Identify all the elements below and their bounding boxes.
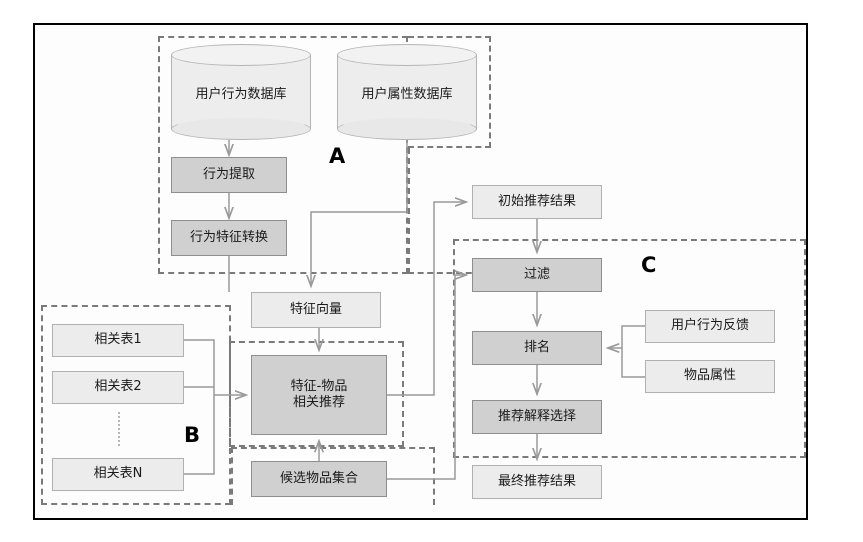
group-box-a-attribute-extension (408, 36, 491, 148)
node-label: 排名 (523, 339, 550, 355)
database-label: 用户行为数据库 (195, 86, 287, 102)
ellipsis-dots-icon (118, 412, 120, 446)
node-label: 行为提取 (202, 166, 255, 182)
node-label: 初始推荐结果 (497, 193, 576, 209)
node-label: 行为特征转换 (189, 229, 268, 245)
node-behavior-extraction[interactable]: 行为提取 (171, 157, 287, 193)
group-label-b: B (184, 423, 201, 447)
database-label: 用户属性数据库 (361, 86, 453, 102)
node-label: 物品属性 (683, 368, 736, 384)
node-label: 过滤 (523, 266, 550, 282)
node-label: 用户行为反馈 (670, 318, 749, 334)
cylinder-top (337, 44, 477, 66)
node-label: 候选物品集合 (279, 470, 358, 486)
cylinder-bottom (171, 118, 311, 140)
cylinder-bottom (337, 118, 477, 140)
node-label: 最终推荐结果 (497, 473, 576, 489)
cylinder-top (171, 44, 311, 66)
database-user-attribute: 用户属性数据库 (337, 44, 477, 140)
node-correlation-table-2[interactable]: 相关表2 (52, 371, 184, 404)
node-label-line1: 特征-物品 (290, 378, 348, 394)
group-label-a: A (329, 144, 346, 168)
node-item-attribute[interactable]: 物品属性 (645, 360, 775, 393)
node-user-behavior-feedback[interactable]: 用户行为反馈 (645, 310, 775, 343)
node-feature-vector[interactable]: 特征向量 (251, 292, 381, 328)
node-candidate-item-set[interactable]: 候选物品集合 (251, 461, 387, 497)
node-label: 推荐解释选择 (497, 408, 576, 424)
node-filter[interactable]: 过滤 (472, 258, 602, 292)
node-label: 相关表1 (94, 332, 142, 348)
node-feature-item-recommendation[interactable]: 特征-物品 相关推荐 (251, 355, 387, 435)
cylinder-body (337, 55, 477, 129)
node-correlation-table-1[interactable]: 相关表1 (52, 324, 184, 357)
node-recommendation-explanation-selection[interactable]: 推荐解释选择 (472, 400, 602, 434)
node-label: 特征向量 (289, 301, 342, 317)
node-label-line2: 相关推荐 (292, 395, 345, 410)
node-label: 相关表2 (94, 379, 142, 395)
node-correlation-table-n[interactable]: 相关表N (52, 458, 184, 491)
node-label: 相关表N (93, 466, 143, 482)
node-ranking[interactable]: 排名 (472, 331, 602, 365)
node-final-recommendation-result[interactable]: 最终推荐结果 (472, 465, 602, 499)
node-behavior-feature-transform[interactable]: 行为特征转换 (171, 220, 287, 256)
database-user-behavior: 用户行为数据库 (171, 44, 311, 140)
cylinder-body (171, 55, 311, 129)
group-label-c: C (641, 253, 657, 277)
node-initial-recommendation-result[interactable]: 初始推荐结果 (472, 185, 602, 219)
